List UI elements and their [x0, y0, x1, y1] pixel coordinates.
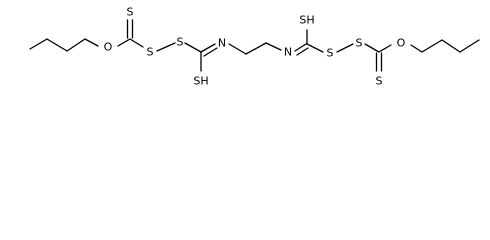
dithiocarbamate-right [294, 29, 324, 56]
atom-thiol-left: SH [193, 75, 208, 88]
atom-sulfur-thione-right: S [376, 75, 383, 88]
xanthate-group-left [117, 19, 202, 53]
atom-sulfur-disulfide-left-2: S [177, 36, 184, 49]
atom-sulfur-thione-left: S [127, 6, 134, 19]
atom-sulfur-disulfide-right-2: S [356, 37, 363, 50]
structure-diagram: O S S S N SH N SH S S O S [29, 6, 480, 88]
ethylene-linker [228, 42, 282, 55]
atom-oxygen-left: O [104, 41, 113, 54]
xanthate-group-right [336, 43, 392, 72]
atom-sulfur-disulfide-right-1: S [327, 47, 334, 60]
butyl-chain-right [410, 39, 480, 53]
atom-nitrogen-left: N [218, 37, 226, 50]
atom-nitrogen-right: N [284, 46, 292, 59]
atom-oxygen-right: O [397, 37, 406, 50]
atom-thiol-right: SH [299, 14, 314, 27]
butyl-chain-left [29, 38, 99, 52]
atom-sulfur-disulfide-left-1: S [147, 46, 154, 59]
dithiocarbamate-left [200, 43, 218, 72]
